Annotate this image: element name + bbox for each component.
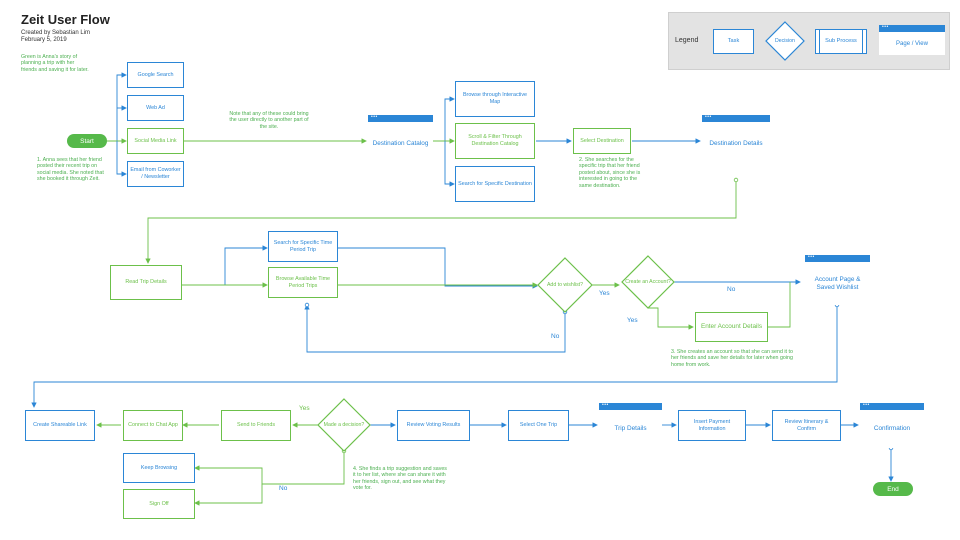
review-itinerary-task: Review Itinerary & Confirm <box>772 410 841 441</box>
confirmation-page: ••• Confirmation <box>860 402 924 448</box>
account-yes-label: Yes <box>627 317 638 324</box>
account-page-label: Account Page & Saved Wishlist <box>814 275 861 291</box>
diagram-title: Zeit User Flow <box>21 12 110 27</box>
start-node: Start <box>67 134 107 148</box>
legend-task: Task <box>713 29 754 54</box>
scroll-filter-task: Scroll & Filter Through Destination Cata… <box>455 123 535 159</box>
email-task: Email from Coworker / Newsletter <box>127 161 184 187</box>
enter-account-details-task: Enter Account Details <box>695 312 768 342</box>
create-account-decision: Create an Account? <box>625 278 671 285</box>
legend-subprocess: Sub Process <box>815 29 867 54</box>
browse-time-period-task: Browse Available Time Period Trips <box>268 267 338 298</box>
legend-decision: Decision <box>775 37 795 44</box>
social-media-link-task: Social Media Link <box>127 128 184 154</box>
sign-off-task: Sign Off <box>123 489 195 519</box>
destination-details-page: ••• Destination Details <box>702 114 770 165</box>
legend-page: ••• Page / View <box>879 24 945 55</box>
trip-details-page: ••• Trip Details <box>599 402 662 448</box>
trip-details-label: Trip Details <box>614 425 647 432</box>
search-destination-task: Search for Specific Destination <box>455 166 535 202</box>
confirmation-label: Confirmation <box>873 425 911 432</box>
insert-payment-task: Insert Payment Information <box>678 410 746 441</box>
send-to-friends-task: Send to Friends <box>221 410 291 441</box>
browse-map-task: Browse through Interactive Map <box>455 81 535 117</box>
legend-panel: Legend Task Decision Sub Process ••• Pag… <box>668 12 950 70</box>
destination-details-label: Destination Details <box>709 139 763 147</box>
google-search-task: Google Search <box>127 62 184 88</box>
legend-page-label: Page / View <box>896 40 928 47</box>
author-text: Created by Sebastian Lim <box>21 30 91 36</box>
legend-subprocess-label: Sub Process <box>825 38 857 45</box>
legend-title: Legend <box>675 37 699 44</box>
date-text: February 5, 2019 <box>21 37 67 43</box>
note-step-2: 2. She searches for the specific trip th… <box>579 157 641 189</box>
destination-catalog-page: ••• Destination Catalog <box>368 114 433 165</box>
wishlist-no-label: No <box>551 333 560 340</box>
review-voting-results-task: Review Voting Results <box>397 410 470 441</box>
end-node: End <box>873 482 913 496</box>
web-ad-task: Web Ad <box>127 95 184 121</box>
note-step-4: 4. She finds a trip suggestion and saves… <box>353 466 447 492</box>
note-step-1: 1. Anna sees that her friend posted thei… <box>37 157 104 183</box>
select-destination-task: Select Destination <box>573 128 631 154</box>
decision-yes-label: Yes <box>299 405 310 412</box>
legend-decision-shape <box>765 21 805 61</box>
note-channels: Note that any of these could bring the u… <box>229 111 309 130</box>
decision-no-label: No <box>279 485 288 492</box>
create-shareable-link-task: Create Shareable Link <box>25 410 95 441</box>
keep-browsing-task: Keep Browsing <box>123 453 195 483</box>
account-no-label: No <box>727 286 736 293</box>
intro-note: Green is Anna's story of planning a trip… <box>21 54 89 73</box>
note-step-3: 3. She creates an account so that she ca… <box>671 349 793 368</box>
wishlist-yes-label: Yes <box>599 290 610 297</box>
search-time-period-task: Search for Specific Time Period Trip <box>268 231 338 262</box>
account-page: ••• Account Page & Saved Wishlist <box>805 254 870 305</box>
read-trip-details-task: Read Trip Details <box>110 265 182 300</box>
add-to-wishlist-decision: Add to wishlist? <box>546 281 584 288</box>
made-decision-decision: Made a decision? <box>323 421 365 428</box>
select-one-trip-task: Select One Trip <box>508 410 569 441</box>
destination-catalog-label: Destination Catalog <box>372 139 429 147</box>
connect-chat-app-task: Connect to Chat App <box>123 410 183 441</box>
